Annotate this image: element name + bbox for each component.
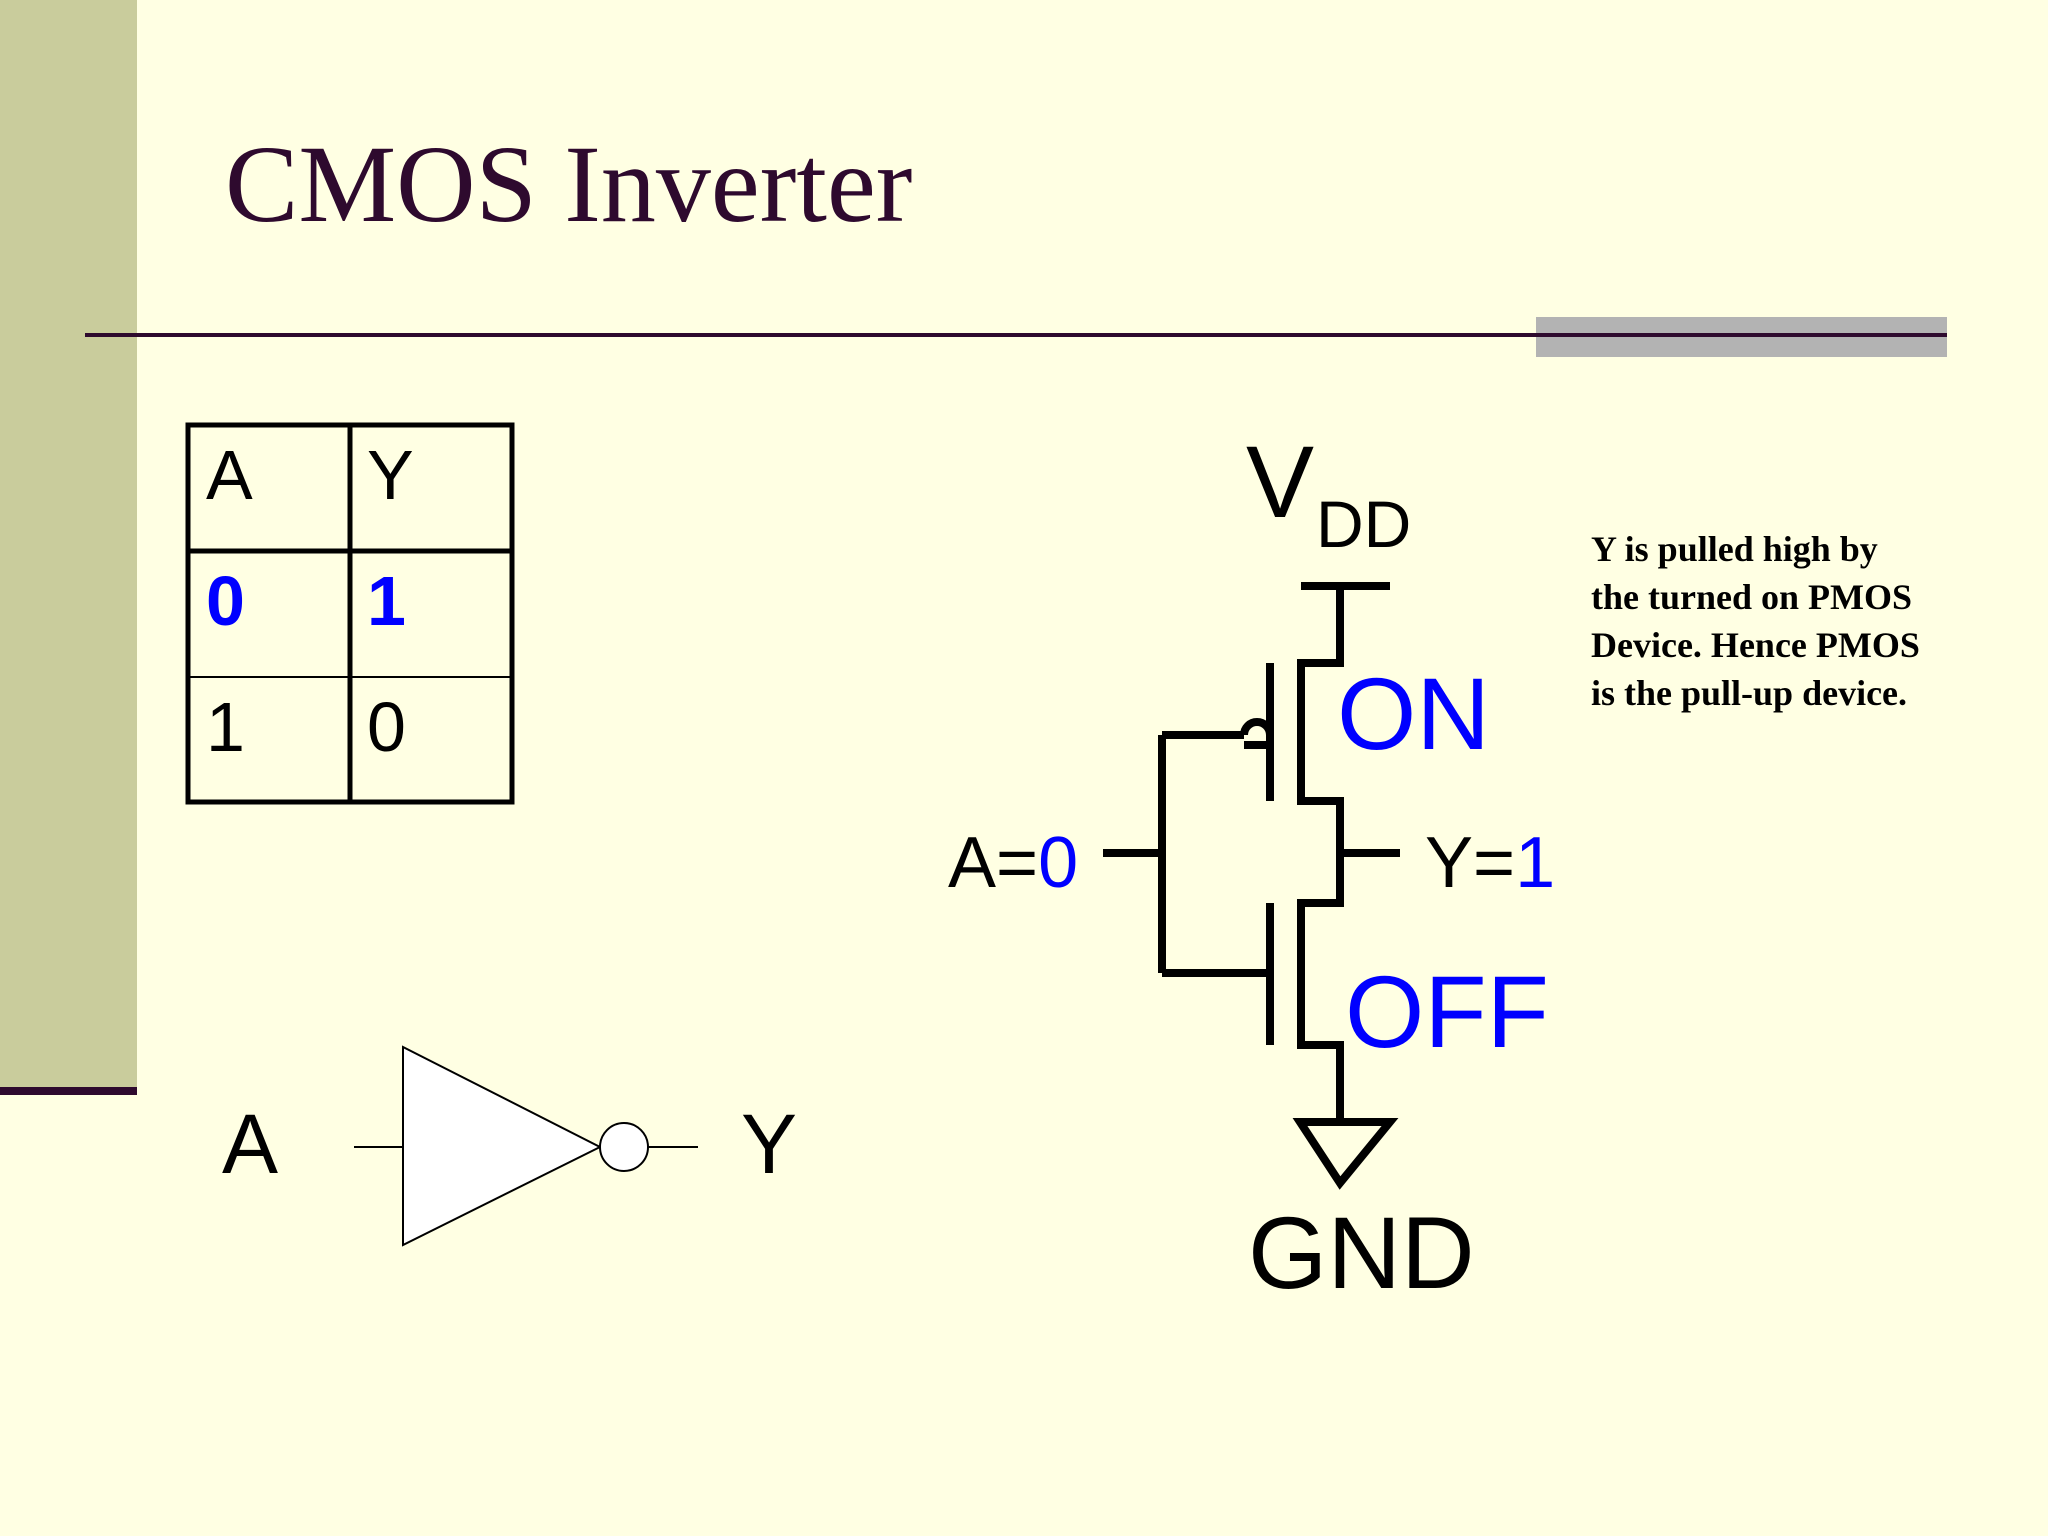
vdd-label-subscript: DD	[1316, 487, 1411, 561]
note-line: the turned on PMOS	[1591, 577, 1913, 617]
nmos-channel	[1297, 853, 1344, 1120]
slide-title: CMOS Inverter	[225, 123, 913, 245]
title-rule-accent	[1536, 317, 1947, 357]
note-line: is the pull-up device.	[1591, 673, 1908, 713]
truth-table-header-a: A	[206, 436, 253, 514]
sidebar-divider	[0, 1087, 137, 1095]
title-rule	[85, 333, 1947, 337]
gate-output-label: Y	[741, 1097, 797, 1191]
truth-table-header-y: Y	[367, 436, 414, 514]
output-label: Y=1	[1425, 823, 1555, 903]
note-line: Y is pulled high by	[1591, 529, 1878, 569]
title-rule-overlay	[1536, 333, 1947, 337]
truth-table-row1-y: 1	[367, 562, 406, 640]
truth-table-row1-a: 0	[206, 562, 245, 640]
input-label: A=0	[948, 823, 1078, 903]
ground-symbol	[1292, 1118, 1399, 1190]
explanation-note: Y is pulled high by the turned on PMOS D…	[1591, 525, 2011, 717]
nmos-state-label: OFF	[1345, 955, 1549, 1069]
pmos-gate-bubble	[1240, 718, 1274, 736]
vdd-label-main: V	[1246, 425, 1314, 539]
gate-input-label: A	[222, 1097, 278, 1191]
gate-buffer-triangle	[402, 1045, 603, 1247]
note-line: Device. Hence PMOS	[1591, 625, 1920, 665]
ground-label: GND	[1248, 1196, 1475, 1310]
truth-table-row2-y: 0	[367, 688, 406, 766]
pmos-state-label: ON	[1337, 657, 1490, 771]
sidebar-band	[0, 0, 137, 1090]
truth-table-row2-a: 1	[206, 688, 245, 766]
pmos-channel	[1297, 586, 1344, 853]
